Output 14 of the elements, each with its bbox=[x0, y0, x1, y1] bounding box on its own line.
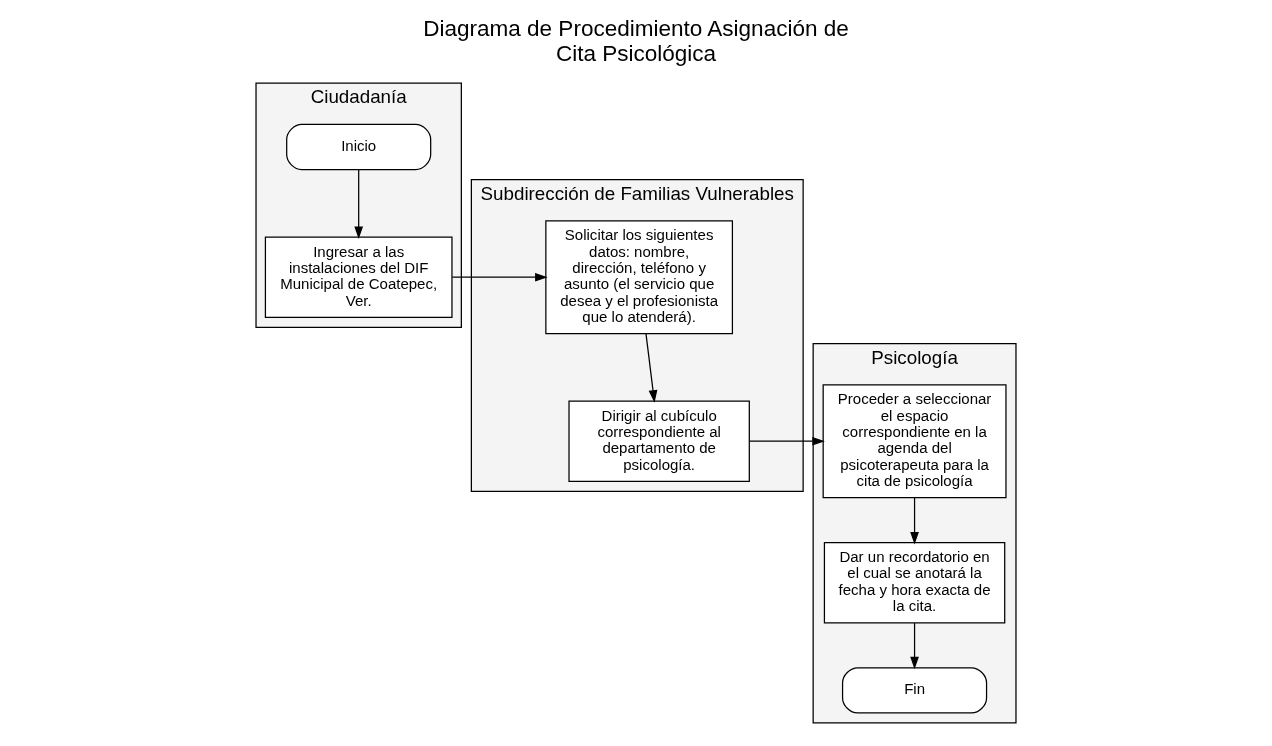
diagram-title: Diagrama de Procedimiento Asignación de Cita Psicológica bbox=[423, 16, 849, 67]
arrow bbox=[910, 497, 919, 545]
arrow bbox=[354, 169, 364, 239]
node-box: Dar un recordatorio en el cual se anotará la fecha y hora exacta de la cita. bbox=[823, 542, 1006, 624]
node-box: Fin bbox=[841, 667, 988, 714]
arrow bbox=[451, 272, 548, 282]
arrow bbox=[748, 436, 825, 446]
arrow bbox=[910, 622, 919, 670]
node-box: Inicio bbox=[286, 123, 432, 171]
node-box: Proceder a seleccionar el espacio correspondiente en la agenda del psicoterapeuta para la cita de psicología bbox=[822, 384, 1007, 499]
node-box: Dirigir al cubículo correspondiente al departamento de psicología. bbox=[568, 400, 750, 482]
node-box: Ingresar a las instalaciones del DIF Municipal de Coatepec, Ver. bbox=[264, 236, 453, 318]
node-box: Solicitar los siguientes datos: nombre, dirección, teléfono y asunto (el servicio que desea y el profesionista que lo atenderá). bbox=[545, 220, 734, 335]
arrow bbox=[645, 332, 658, 403]
